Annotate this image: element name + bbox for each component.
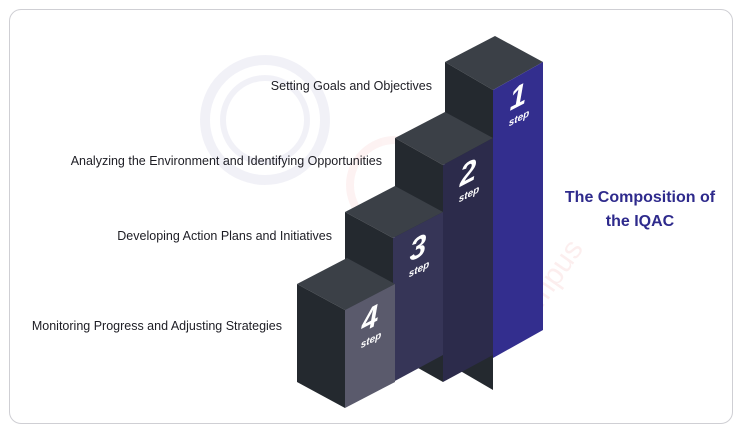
step-block-1-top	[445, 36, 543, 90]
step-1-number: 1	[510, 75, 527, 117]
step-block-3-top	[345, 186, 443, 238]
step-1-label: Setting Goals and Objectives	[270, 79, 432, 93]
title-line-1: The Composition of	[564, 189, 716, 206]
step-block-3-front	[393, 212, 443, 382]
step-block-2-front	[443, 138, 493, 382]
step-4-number: 4	[361, 297, 379, 340]
step-2-number: 2	[459, 151, 477, 194]
step-block-4-top	[297, 258, 395, 310]
diagram-title: The Composition of the IQAC	[540, 186, 740, 234]
step-block-1-front	[493, 62, 543, 358]
step-block-2-top	[395, 112, 493, 165]
step-3-label: Developing Action Plans and Initiatives	[117, 229, 332, 243]
step-2-label: Analyzing the Environment and Identifyin…	[70, 154, 382, 168]
step-3-number: 3	[410, 226, 427, 269]
step-4-label: Monitoring Progress and Adjusting Strate…	[31, 319, 282, 333]
title-line-2: the IQAC	[605, 213, 675, 230]
step-block-4-front	[345, 284, 395, 408]
step-block-4-side	[297, 284, 345, 408]
step-block-4	[297, 258, 395, 408]
